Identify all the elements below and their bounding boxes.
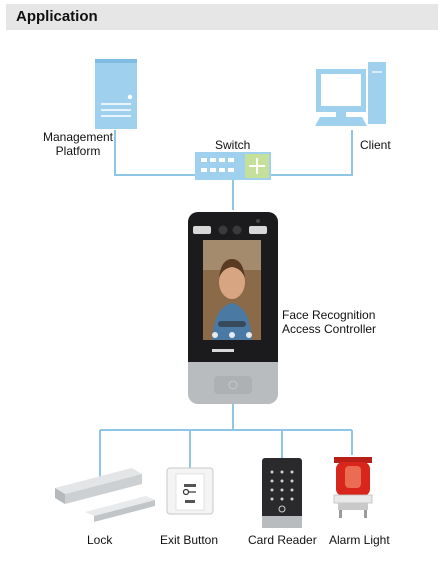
- management-server-icon: [95, 59, 137, 129]
- controller-label-line-1: Face Recognition: [282, 308, 376, 322]
- card-reader-label: Card Reader: [248, 533, 317, 547]
- magnetic-lock-icon: [55, 468, 155, 522]
- alarm-light-label: Alarm Light: [329, 533, 390, 547]
- card-reader-icon: [262, 458, 302, 528]
- connector-lines: [99, 130, 353, 478]
- exit-button-device-icon: [166, 467, 214, 515]
- face-recognition-controller: [188, 212, 278, 404]
- switch-label: Switch: [215, 138, 251, 152]
- network-switch-icon: [195, 152, 271, 180]
- exit-button-label: Exit Button: [160, 533, 219, 547]
- client-computer-icon: [315, 62, 386, 126]
- management-platform-label-line-1: Management: [42, 130, 114, 144]
- client-label: Client: [360, 138, 391, 152]
- lock-label: Lock: [87, 533, 113, 547]
- section-header: Application: [6, 4, 438, 30]
- management-platform-label: Management Platform: [38, 130, 118, 158]
- alarm-light-icon: [333, 457, 373, 518]
- controller-label-line-2: Access Controller: [282, 322, 377, 336]
- controller-label: Face Recognition Access Controller: [282, 308, 376, 336]
- section-title: Application: [16, 8, 98, 25]
- management-platform-label-line-2: Platform: [55, 144, 101, 158]
